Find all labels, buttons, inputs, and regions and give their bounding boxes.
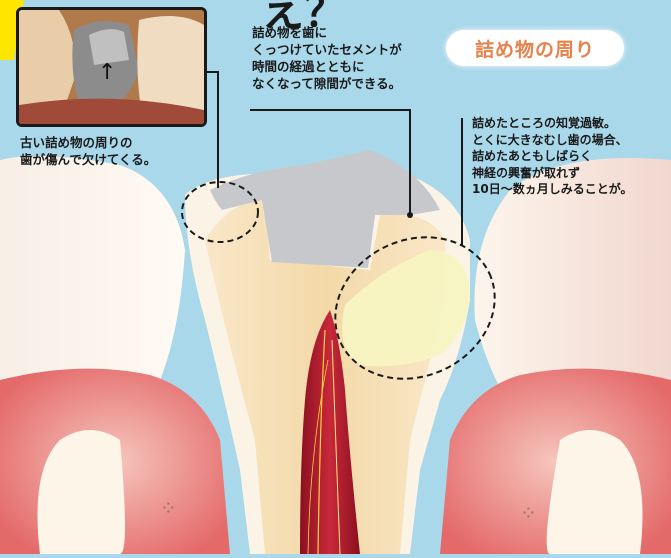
note-line: 10日～数ヵ月しみることが。	[472, 181, 632, 198]
note-line: 古い詰め物の周りの	[20, 134, 156, 151]
leader-dot	[407, 212, 413, 218]
note-sensitivity: 詰めたところの知覚過敏。 とくに大きなむし歯の場合、 詰めたあともしばらく 神経…	[472, 115, 632, 198]
note-line: 時間の経過とともに	[252, 58, 402, 75]
left-bone-dots: ⁘	[160, 496, 177, 520]
note-cement-gap: 詰め物を歯に くっつけていたセメントが 時間の経過とともに なくなって隙間ができ…	[252, 24, 402, 92]
note-line: 詰めたあともしばらく	[472, 148, 632, 165]
tooth-photo: ↑	[16, 7, 207, 127]
note-line: 神経の興奮が取れず	[472, 165, 632, 182]
note-line: 歯が傷んで欠けてくる。	[20, 151, 156, 168]
note-line: 詰め物を歯に	[252, 24, 402, 41]
note-line: 詰めたところの知覚過敏。	[472, 115, 632, 132]
note-line: なくなって隙間ができる。	[252, 75, 402, 92]
note-line: くっつけていたセメントが	[252, 41, 402, 58]
title-badge: 詰め物の周り	[446, 30, 624, 66]
right-bone-dots: ⁘	[520, 501, 537, 525]
note-chipped-tooth: 古い詰め物の周りの 歯が傷んで欠けてくる。	[20, 134, 156, 168]
up-arrow-icon: ↑	[98, 62, 116, 84]
note-line: とくに大きなむし歯の場合、	[472, 132, 632, 149]
